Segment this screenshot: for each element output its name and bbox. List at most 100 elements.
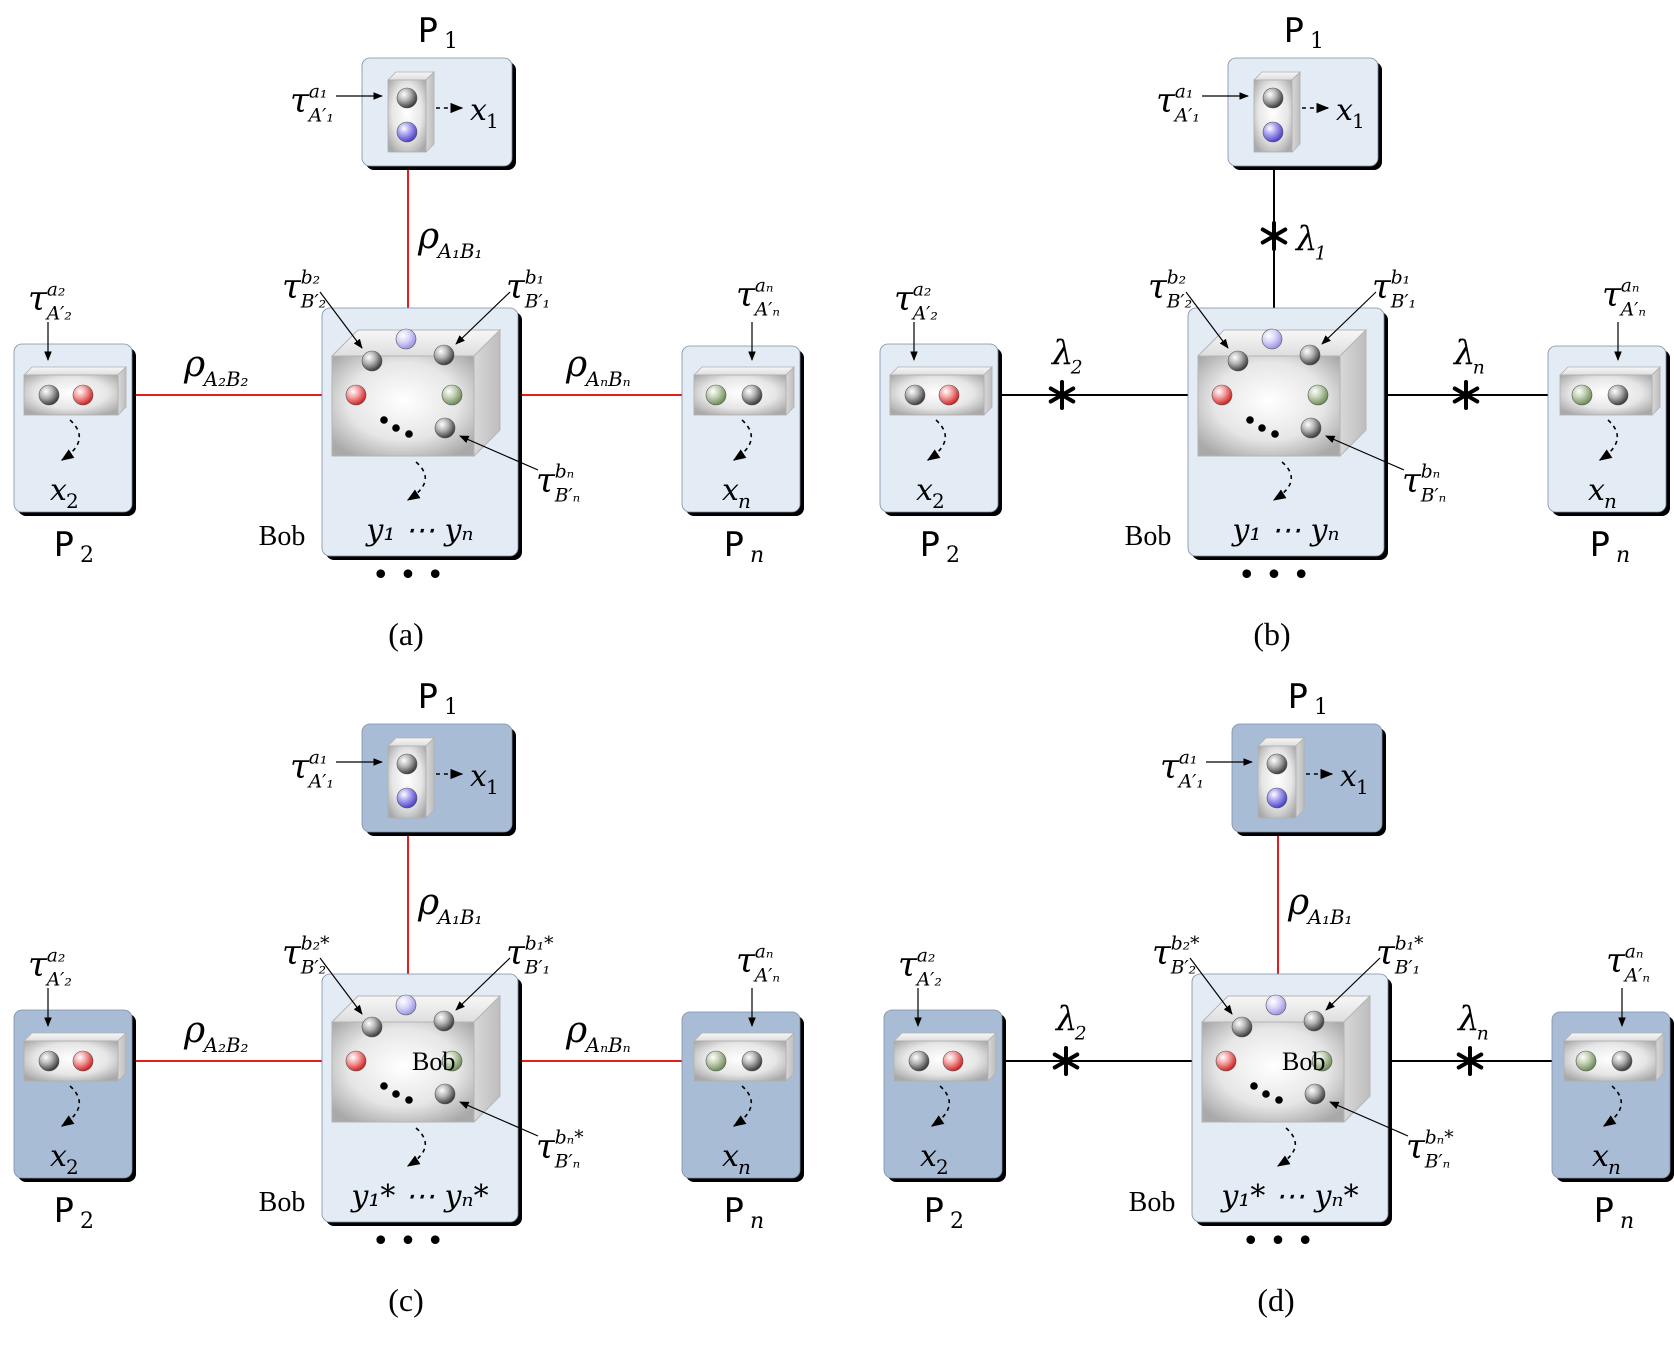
p1-output-index: 1 [486, 775, 499, 799]
p2-ball-red [942, 1050, 964, 1072]
bob-ball-red [345, 1050, 367, 1072]
p1-label-index: 1 [1310, 29, 1324, 54]
p1-output-index: 1 [1356, 775, 1369, 799]
link-p1-lambda-base: λ [1294, 219, 1318, 259]
bob-tau-n-arrow [459, 1101, 539, 1137]
link-p1-rho-base: ρ [1287, 882, 1309, 923]
pn-ball-green [705, 384, 727, 406]
p2-device [893, 1032, 997, 1082]
bob-ball-gray-1 [433, 344, 455, 366]
p1-ball-gray [396, 87, 418, 109]
bob-tau-n-sup: bₙ [1421, 462, 1441, 483]
link-p2-lambda: λ2 [1050, 333, 1083, 379]
bob-ellipsis-dot [1271, 430, 1279, 438]
pn-label-letter: P [724, 1191, 744, 1231]
bob-tau-1-arrow [455, 291, 511, 345]
pn-output-index: n [738, 1155, 751, 1179]
bob-ball-red [345, 384, 367, 406]
bob-ball-gray-n [1300, 417, 1322, 439]
bob-tau-2-base: τ [282, 267, 302, 307]
pn-tau-sup: aₙ [755, 276, 774, 297]
p2-device [889, 366, 993, 416]
p2-tau-sub: A′₂ [915, 970, 942, 991]
p1-tau-sup: a₁ [309, 748, 328, 769]
bob-ball-green [1311, 1050, 1333, 1072]
bob-tau-n-sub: B′ₙ [1420, 486, 1447, 507]
bob-ellipsis-dot [405, 1096, 413, 1104]
p2-output-index: 2 [66, 1155, 79, 1179]
pn-label-index: n [750, 543, 764, 568]
more-parties-dots: • • • [1238, 558, 1310, 593]
bob-tau-1-sup: b₁ [1391, 268, 1410, 289]
bob-outputs: y₁* ⋯ yₙ* [349, 1179, 488, 1214]
bob-outputs: y₁ ⋯ yₙ [1230, 513, 1339, 548]
p1-label-index: 1 [1314, 695, 1328, 720]
p2-label-index: 2 [80, 543, 94, 568]
bob-tau-1-base: τ [506, 933, 526, 973]
pn-output-var: x [722, 473, 739, 508]
p1-tau-base: τ [1160, 747, 1180, 787]
p2-tau-sup: a₂ [47, 280, 66, 301]
pn-tau-sub: A′ₙ [753, 966, 780, 987]
pn-ball-green [705, 1050, 727, 1072]
bob-tau-2-sup: b₂* [1171, 934, 1200, 955]
p2-output-var: x [920, 1139, 937, 1174]
pn-output-index: n [1604, 489, 1617, 513]
bob-tau-1-arrow [455, 957, 511, 1011]
bob-ellipsis-dot [1275, 1096, 1283, 1104]
link-pn-lambda-base: λ [1456, 999, 1480, 1039]
bob-ellipsis-dot [1258, 424, 1266, 432]
p2-tau-sub: A′₂ [45, 304, 72, 325]
link-p2-rho-sub: A₂B₂ [202, 1034, 249, 1057]
p2-label-index: 2 [950, 1209, 964, 1234]
bob-tau-1-base: τ [1376, 933, 1396, 973]
p2-output-index: 2 [66, 489, 79, 513]
p2-output-var: x [50, 1139, 67, 1174]
p1-tau-base: τ [290, 747, 310, 787]
more-parties-dots: • • • [1242, 1224, 1314, 1259]
bob-tau-1-sup: b₁* [525, 934, 554, 955]
pn-output-index: n [738, 489, 751, 513]
pn-tau-sup: aₙ [755, 942, 774, 963]
pn-ball-green [1571, 384, 1593, 406]
bob-tau-n-base: τ [1406, 1127, 1426, 1167]
bob-tau-1-arrow [1321, 291, 1377, 345]
bob-ball-gray-n [434, 417, 456, 439]
bob-tau-1-base: τ [1372, 267, 1392, 307]
p2-output-var: x [50, 473, 67, 508]
p1-tau-sup: a₁ [309, 82, 328, 103]
p2-label-letter: P [920, 525, 940, 565]
link-p1-rho-base: ρ [417, 882, 439, 923]
pn-ball-gray [1611, 1050, 1633, 1072]
bob-tau-2-base: τ [1148, 267, 1168, 307]
p2-ball-red [72, 1050, 94, 1072]
bob-ball-blue [1261, 328, 1283, 350]
bob-tau-2-sub: B′₂ [1170, 958, 1196, 979]
bob-ball-blue [395, 328, 417, 350]
bob-tau-2-base: τ [1152, 933, 1172, 973]
bob-ball-green [1307, 384, 1329, 406]
link-p2-lambda-sub: 2 [1070, 358, 1083, 379]
p2-tau-sup: a₂ [913, 280, 932, 301]
bob-ball-gray-n [1304, 1083, 1326, 1105]
pn-tau-sup: aₙ [1625, 942, 1644, 963]
link-p1-rho-sub: A₁B₁ [436, 906, 483, 929]
bob-tau-n-sub: B′ₙ [1424, 1152, 1451, 1173]
